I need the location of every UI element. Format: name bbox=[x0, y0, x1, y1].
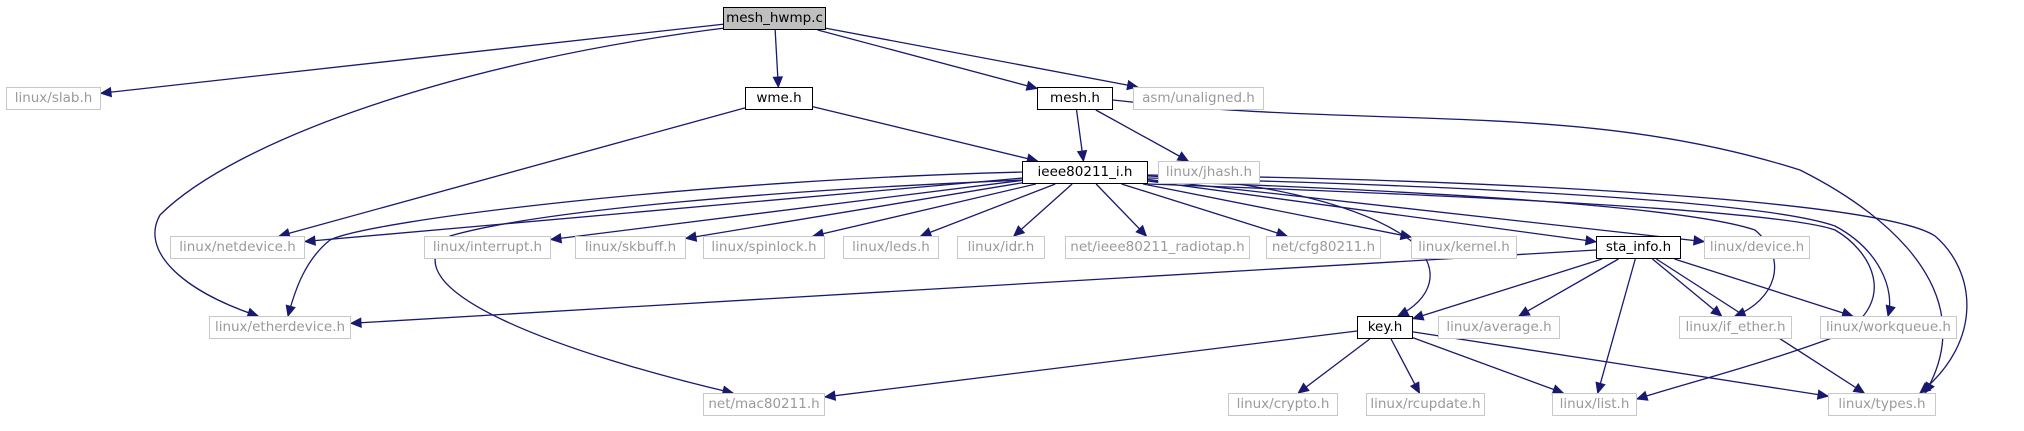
edge-root-to-wme bbox=[772, 29, 784, 89]
node-wme[interactable]: wme.h bbox=[745, 87, 813, 110]
edge-sta_info-to-key bbox=[1411, 258, 1603, 321]
edge-ieee-to-etherdevice bbox=[285, 171, 1025, 318]
edge-sta_info-to-average bbox=[1517, 258, 1619, 317]
node-skbuff: linux/skbuff.h bbox=[575, 236, 686, 259]
node-interrupt: linux/interrupt.h bbox=[424, 236, 551, 259]
node-idr: linux/idr.h bbox=[957, 236, 1045, 259]
edge-sta_info-to-etherdevice bbox=[349, 249, 1597, 328]
node-key[interactable]: key.h bbox=[1357, 316, 1413, 339]
edge-ieee-to-mac80211 bbox=[434, 179, 1025, 396]
node-netdevice: linux/netdevice.h bbox=[170, 236, 305, 259]
edge-root-to-etherdevice bbox=[154, 26, 734, 318]
edge-sta_info-to-workqueue bbox=[1674, 258, 1854, 318]
node-leds: linux/leds.h bbox=[843, 236, 939, 259]
edge-ieee-to-types bbox=[1147, 174, 1968, 394]
edge-ieee-to-device bbox=[1147, 178, 1706, 246]
edge-wme-to-ieee bbox=[812, 106, 1039, 164]
edge-ieee-to-idr bbox=[1012, 183, 1073, 237]
node-if-ether: linux/if_ether.h bbox=[1679, 316, 1792, 339]
edge-ieee-to-netdevice bbox=[303, 177, 1023, 246]
node-average: linux/average.h bbox=[1438, 316, 1560, 339]
node-kernel: linux/kernel.h bbox=[1411, 236, 1517, 259]
node-radiotap: net/ieee80211_radiotap.h bbox=[1065, 236, 1250, 259]
edge-ieee-to-workqueue bbox=[1147, 177, 1896, 318]
node-jhash: linux/jhash.h bbox=[1158, 161, 1260, 184]
node-spinlock: linux/spinlock.h bbox=[703, 236, 825, 259]
node-ieee[interactable]: ieee80211_i.h bbox=[1022, 161, 1148, 184]
edge-ieee-to-cfg80211 bbox=[1121, 183, 1289, 238]
node-slab: linux/slab.h bbox=[6, 87, 101, 110]
node-etherdevice: linux/etherdevice.h bbox=[209, 316, 351, 339]
edge-key-to-crypto bbox=[1297, 338, 1371, 394]
node-mac80211: net/mac80211.h bbox=[703, 393, 825, 416]
node-cfg80211: net/cfg80211.h bbox=[1266, 236, 1381, 259]
edge-root-to-slab bbox=[99, 23, 724, 98]
edge-root-to-mesh bbox=[817, 29, 1039, 91]
edge-wme-to-netdevice bbox=[278, 107, 746, 239]
node-workqueue: linux/workqueue.h bbox=[1820, 316, 1957, 339]
node-crypto: linux/crypto.h bbox=[1228, 393, 1338, 416]
edge-ieee-to-radiotap bbox=[1095, 183, 1148, 237]
node-sta-info[interactable]: sta_info.h bbox=[1596, 236, 1681, 259]
node-rcupdate: linux/rcupdate.h bbox=[1366, 393, 1485, 416]
edge-ieee-to-leds bbox=[919, 183, 1056, 238]
node-root[interactable]: mesh_hwmp.c bbox=[723, 7, 826, 30]
edge-sta_info-to-if_ether bbox=[1652, 258, 1723, 317]
edge-root-to-unaligned bbox=[825, 27, 1139, 91]
edge-ieee-to-skbuff bbox=[684, 182, 1023, 242]
edge-key-to-mac80211 bbox=[823, 330, 1358, 401]
node-mesh[interactable]: mesh.h bbox=[1037, 87, 1113, 110]
edge-key-to-list bbox=[1412, 337, 1565, 395]
edge-ieee-to-list bbox=[1147, 183, 1875, 401]
edge-sta_info-to-list bbox=[1595, 258, 1636, 395]
edge-ieee-to-sta_info bbox=[1147, 180, 1598, 246]
edge-key-to-types bbox=[1412, 331, 1830, 400]
node-types: linux/types.h bbox=[1828, 393, 1936, 416]
node-device: linux/device.h bbox=[1704, 236, 1810, 259]
edge-mesh-to-ieee bbox=[1075, 109, 1088, 163]
edge-ieee-to-interrupt bbox=[549, 179, 1023, 244]
node-unaligned: asm/unaligned.h bbox=[1133, 87, 1264, 110]
edge-key-to-rcupdate bbox=[1390, 338, 1421, 395]
edge-mesh-to-jhash bbox=[1095, 109, 1190, 162]
node-list: linux/list.h bbox=[1552, 393, 1637, 416]
edge-ieee-to-kernel bbox=[1142, 183, 1413, 241]
